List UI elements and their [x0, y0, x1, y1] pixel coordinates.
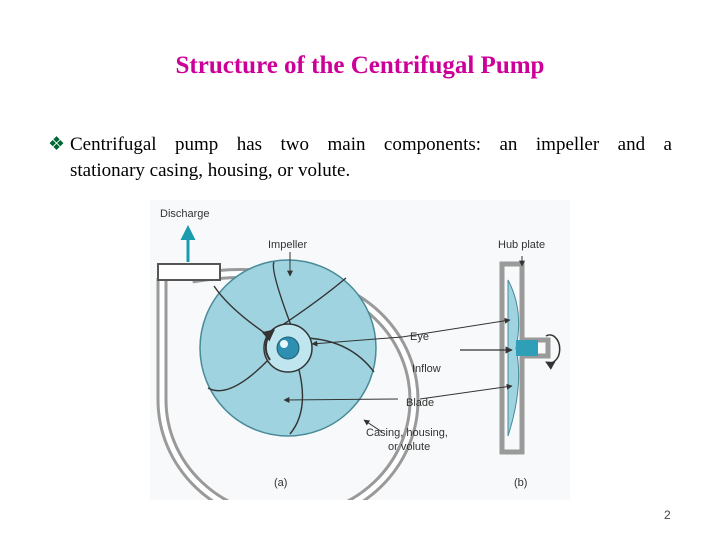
label-discharge: Discharge [160, 208, 210, 220]
bullet-line-2: stationary casing, housing, or volute. [70, 160, 351, 181]
label-eye: Eye [410, 331, 429, 343]
rotation-arrow [261, 329, 275, 361]
pump-diagram-svg: Discharge Impeller Hub plate Eye Inflow … [150, 200, 570, 500]
eye-leader [311, 336, 403, 347]
hub [516, 340, 538, 356]
label-casing-line2: or volute [388, 441, 430, 453]
label-hub-plate: Hub plate [498, 239, 545, 251]
diamond-bullet-icon: ❖ [48, 133, 66, 155]
side-view [460, 261, 561, 455]
impeller [199, 259, 377, 437]
pump-diagram: Discharge Impeller Hub plate Eye Inflow … [150, 200, 570, 500]
label-blade: Blade [406, 397, 434, 409]
bullet-line-1: Centrifugal pump has two main components… [70, 134, 672, 155]
label-inflow: Inflow [412, 363, 441, 375]
label-panel-b: (b) [514, 477, 527, 489]
label-casing-line1: Casing, housing, [366, 427, 448, 439]
blade-leader [283, 396, 399, 403]
page-number: 2 [664, 508, 671, 522]
casing-leader [363, 419, 383, 433]
discharge-flange [157, 263, 221, 281]
bullet-text: Centrifugal pump has two main components… [70, 132, 672, 184]
bullet-point: ❖ Centrifugal pump has two main componen… [48, 132, 672, 184]
slide-title: Structure of the Centrifugal Pump [175, 52, 545, 79]
label-panel-a: (a) [274, 477, 287, 489]
label-impeller: Impeller [268, 239, 307, 251]
